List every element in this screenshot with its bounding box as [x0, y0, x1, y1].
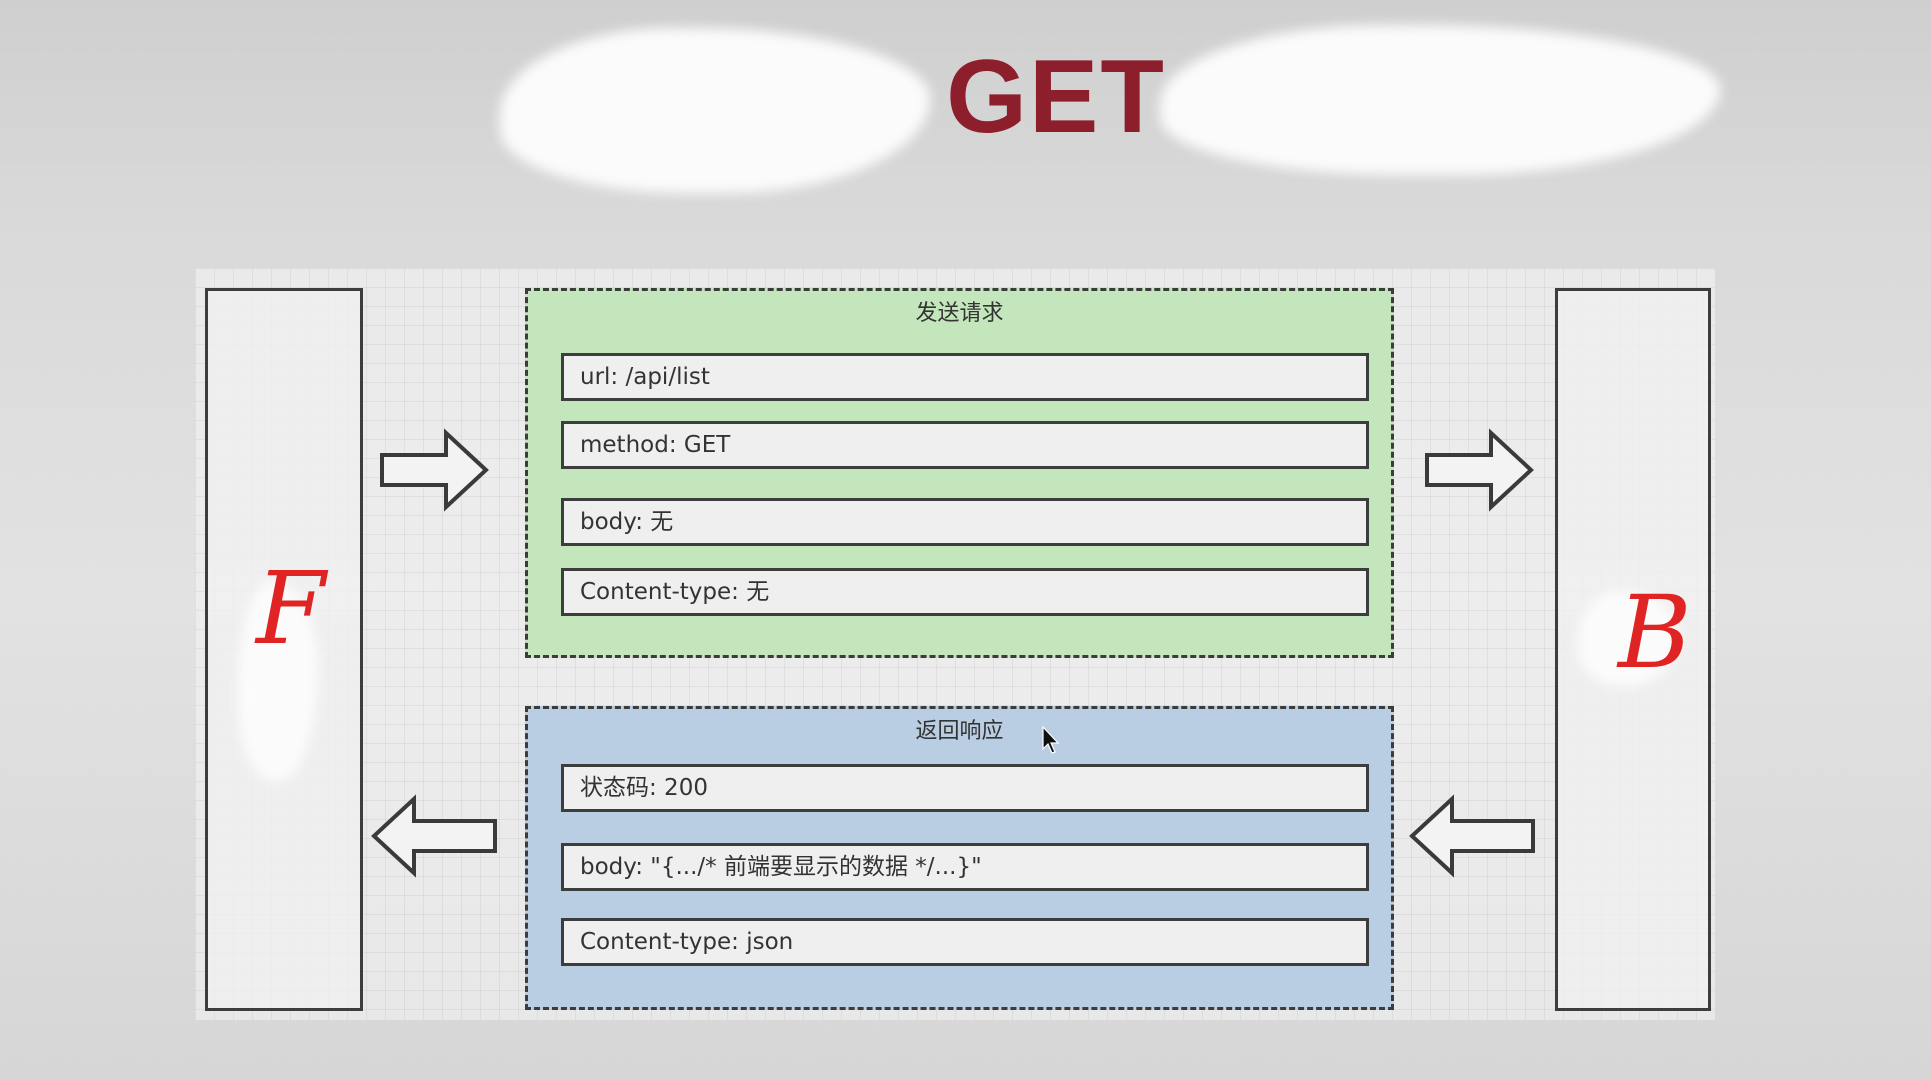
- request-field-body: body: 无: [561, 498, 1369, 546]
- backend-whiteout: [1578, 591, 1678, 686]
- arrow-right-icon: [1425, 428, 1534, 512]
- frontend-label: F: [256, 550, 326, 667]
- backend-box: B: [1555, 288, 1711, 1011]
- frontend-box: F: [205, 288, 363, 1011]
- request-field-content-type: Content-type: 无: [561, 568, 1369, 616]
- response-panel-title: 返回响应: [915, 719, 1004, 744]
- arrow-left-icon: [371, 794, 497, 878]
- cursor-icon: [1042, 726, 1060, 754]
- whiteout-scribble-left: [500, 28, 930, 193]
- response-panel: 返回响应 状态码: 200 body: "{.../* 前端要显示的数据 */.…: [525, 706, 1394, 1010]
- response-field-body: body: "{.../* 前端要显示的数据 */...}": [561, 843, 1369, 891]
- frontend-whiteout: [238, 581, 318, 781]
- whiteout-scribble-right: [1160, 25, 1720, 175]
- request-panel: 发送请求 url: /api/list method: GET body: 无 …: [525, 288, 1394, 658]
- response-field-content-type: Content-type: json: [561, 918, 1369, 966]
- arrow-left-icon: [1409, 794, 1535, 878]
- backend-label: B: [1618, 574, 1692, 691]
- request-panel-title: 发送请求: [915, 301, 1004, 326]
- request-field-method: method: GET: [561, 421, 1369, 469]
- response-field-status: 状态码: 200: [561, 764, 1369, 812]
- request-field-url: url: /api/list: [561, 353, 1369, 401]
- page-title: GET: [946, 39, 1166, 155]
- arrow-right-icon: [380, 428, 489, 512]
